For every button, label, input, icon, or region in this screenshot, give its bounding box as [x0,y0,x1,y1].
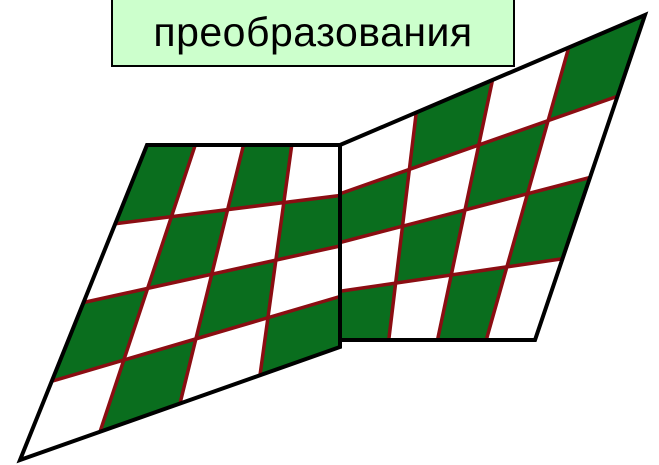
left-skewed-patch [20,145,340,460]
right-skewed-patch [340,15,645,340]
